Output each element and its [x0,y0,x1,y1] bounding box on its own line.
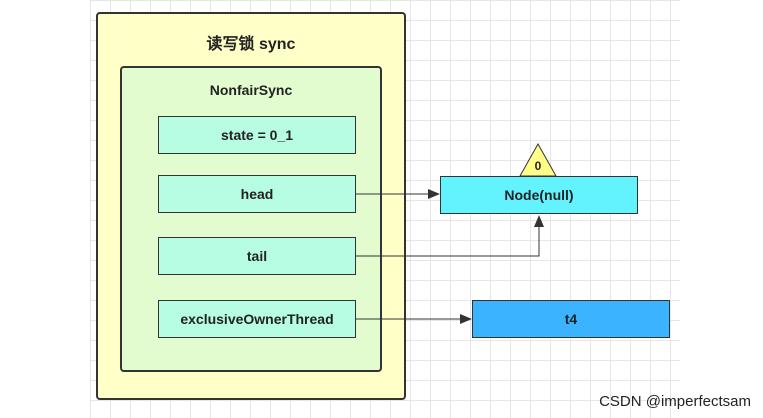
right-margin [680,0,763,418]
left-margin [0,0,90,418]
head-field: head [158,175,356,213]
state-field-label: state = 0_1 [221,127,293,143]
nonfair-sync-title: NonfairSync [209,82,293,98]
node-null-label: Node(null) [504,187,574,203]
tail-field: tail [158,237,356,275]
exclusive-owner-thread-field: exclusiveOwnerThread [158,300,356,338]
sync-lock-title: 读写锁 sync [206,36,296,53]
exclusive-owner-thread-label: exclusiveOwnerThread [180,311,334,327]
thread-t4-box: t4 [472,300,670,338]
node-badge-text: 0 [535,159,542,173]
tail-field-label: tail [246,248,268,264]
state-field: state = 0_1 [158,116,356,154]
tail-to-node-arrow [356,215,544,257]
node-badge-triangle [519,142,557,177]
thread-t4-label: t4 [564,311,578,327]
head-field-label: head [240,186,274,202]
node-null-box: Node(null) [440,176,638,214]
csdn-watermark: CSDN @imperfectsam [599,393,751,410]
